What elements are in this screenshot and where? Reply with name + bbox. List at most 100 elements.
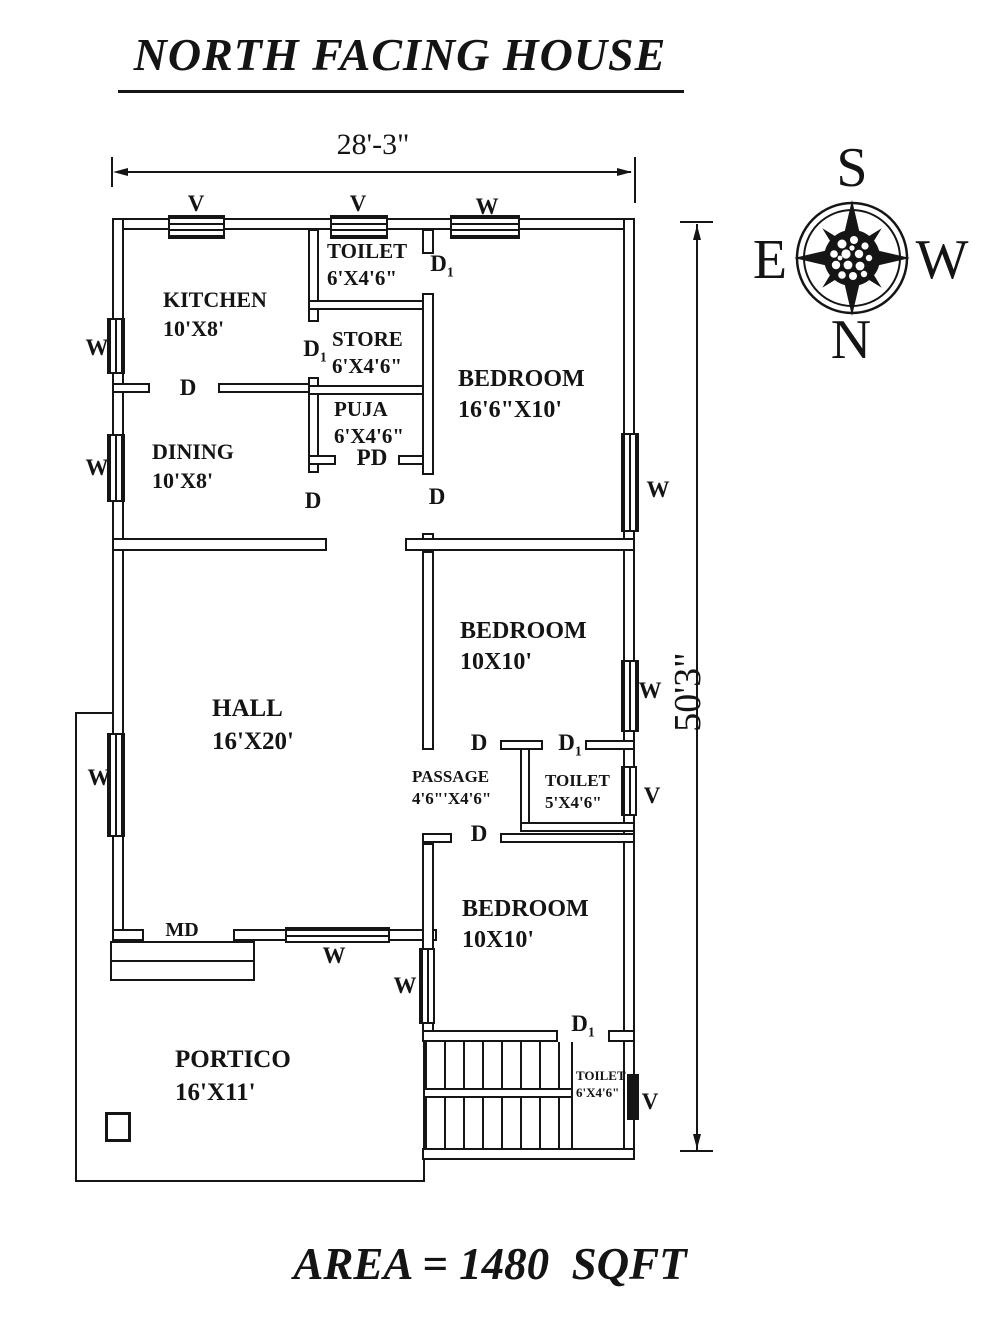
wall-south-bottom — [422, 1148, 635, 1160]
room-store: STORE 6'X4'6" — [332, 326, 403, 381]
area-label: AREA = 1480 SQFT — [293, 1239, 687, 1289]
room-toilet2: TOILET 5'X4'6" — [545, 770, 610, 814]
right-dimension-label: 50'3" — [667, 652, 709, 732]
room-toilet1-size: 6'X4'6" — [327, 266, 397, 291]
window-label-hall: W — [87, 765, 111, 790]
title-underline — [118, 90, 684, 93]
wall-bed3-top-2 — [500, 833, 635, 843]
room-toilet2-name: TOILET — [545, 771, 610, 790]
top-dimension-tick-right — [634, 157, 636, 203]
right-dimension-tick-top — [680, 221, 713, 223]
window-dining-left — [107, 434, 125, 502]
wall-kitchen-dining-1 — [112, 383, 150, 393]
window-label-bed2: W — [638, 678, 662, 703]
right-dimension-tick-bottom — [680, 1150, 713, 1152]
door-label-d1-toilet2: D1 — [558, 730, 582, 759]
room-toilet1-name: TOILET — [327, 239, 408, 263]
ventilator-kitchen-top — [168, 215, 225, 239]
room-hall: HALL 16'X20' — [212, 693, 294, 758]
right-dim-arrow-down — [693, 1134, 701, 1149]
right-dim-arrow-up — [693, 225, 701, 240]
wall-mid-1 — [112, 538, 327, 551]
window-hall-bottom — [285, 927, 390, 943]
window-kitchen-left — [107, 318, 125, 374]
wall-column-left-upper — [308, 229, 319, 322]
room-toilet3-name: TOILET — [576, 1068, 626, 1083]
ventilator-toilet3-right — [627, 1074, 639, 1120]
wall-top-3 — [386, 218, 452, 230]
window-bed3-left — [419, 948, 435, 1024]
room-store-size: 6'X4'6" — [332, 354, 402, 379]
vent-label-toilet3: V — [641, 1089, 659, 1114]
door-label-md-main: MD — [165, 919, 199, 941]
wall-hall-bottom-2 — [233, 929, 287, 941]
vent-label-toilet2: V — [643, 783, 661, 808]
compass-north-label: N — [830, 309, 872, 371]
top-dimension-line — [117, 171, 631, 173]
toilet3-west-line — [571, 1042, 573, 1148]
room-portico-size: 16'X11' — [175, 1078, 256, 1106]
wall-column-left-lower — [308, 377, 319, 473]
door-label-pd-puja: PD — [356, 445, 388, 470]
wall-bed1-west — [422, 293, 434, 475]
wall-top-4 — [518, 218, 635, 230]
wall-bed3-bottom-2 — [608, 1030, 635, 1042]
room-kitchen-size: 10'X8' — [163, 315, 225, 341]
portico-column — [105, 1112, 131, 1142]
wall-hall-bottom-1 — [112, 929, 144, 941]
window-bed2-right — [621, 660, 639, 732]
room-bedroom3: BEDROOM 10X10' — [462, 894, 589, 956]
room-bedroom1: BEDROOM 16'6"X10' — [458, 364, 585, 426]
room-bedroom3-size: 10X10' — [462, 927, 534, 954]
wall-bed1-west-stub — [422, 229, 434, 254]
wall-puja-bottom-left — [308, 455, 336, 465]
room-bedroom2: BEDROOM 10X10' — [460, 616, 587, 678]
right-dimension-line — [696, 224, 698, 1150]
room-puja-size: 6'X4'6" — [334, 424, 404, 449]
door-label-d-bed2: D — [470, 730, 488, 755]
vent-label-top-1: V — [187, 191, 205, 216]
top-dim-arrow-right — [617, 168, 632, 176]
door-label-d-hall: D — [304, 488, 322, 513]
room-dining-name: DINING — [152, 439, 234, 464]
wall-toilet1-bottom — [308, 300, 434, 310]
room-kitchen-name: KITCHEN — [163, 287, 267, 312]
page-title: NORTH FACING HOUSE — [133, 29, 667, 80]
door-label-d-bed3: D — [470, 821, 488, 846]
wall-bed3-bottom-1 — [422, 1030, 558, 1042]
door-label-d-bed1: D — [428, 484, 446, 509]
room-portico-name: PORTICO — [175, 1046, 291, 1073]
room-bedroom3-name: BEDROOM — [462, 896, 589, 922]
wall-toilet2-bottom — [520, 822, 635, 832]
room-passage-size: 4'6"'X4'6" — [412, 789, 492, 809]
compass-east-label: E — [752, 229, 788, 291]
room-passage-name: PASSAGE — [412, 767, 490, 786]
window-label-top: W — [475, 194, 499, 219]
room-toilet1: TOILET 6'X4'6" — [327, 238, 407, 293]
room-portico: PORTICO 16'X11' — [175, 1044, 291, 1109]
portico-bottom-line — [75, 1180, 425, 1182]
top-dimension-tick-left — [111, 157, 113, 187]
room-toilet3-size: 6'X4'6" — [576, 1084, 620, 1100]
room-dining-size: 10'X8' — [152, 467, 214, 493]
window-label-hall-bottom: W — [322, 943, 346, 968]
top-dimension-label: 28'-3" — [336, 128, 410, 161]
room-bedroom1-size: 16'6"X10' — [458, 397, 562, 424]
room-passage: PASSAGE 4'6"'X4'6" — [412, 766, 491, 810]
window-label-kitchen: W — [85, 335, 109, 360]
entrance-step-2 — [110, 960, 255, 981]
entrance-step-1 — [110, 941, 255, 962]
door-label-d1-stairs: D1 — [571, 1011, 595, 1040]
room-dining: DINING 10'X8' — [152, 438, 234, 495]
door-label-d-kitchen: D — [179, 375, 197, 400]
room-toilet2-size: 5'X4'6" — [545, 793, 602, 813]
compass-west-label: W — [915, 229, 969, 291]
wall-toilet2-west — [520, 748, 530, 832]
wall-passage-top-2 — [585, 740, 635, 750]
ventilator-toilet2-right — [621, 766, 637, 816]
wall-kitchen-dining-2 — [218, 383, 310, 393]
vent-label-top-2: V — [349, 191, 367, 216]
room-toilet3: TOILET 6'X4'6" — [576, 1068, 626, 1102]
room-kitchen: KITCHEN 10'X8' — [163, 286, 267, 343]
wall-bed3-top-1 — [422, 833, 452, 843]
